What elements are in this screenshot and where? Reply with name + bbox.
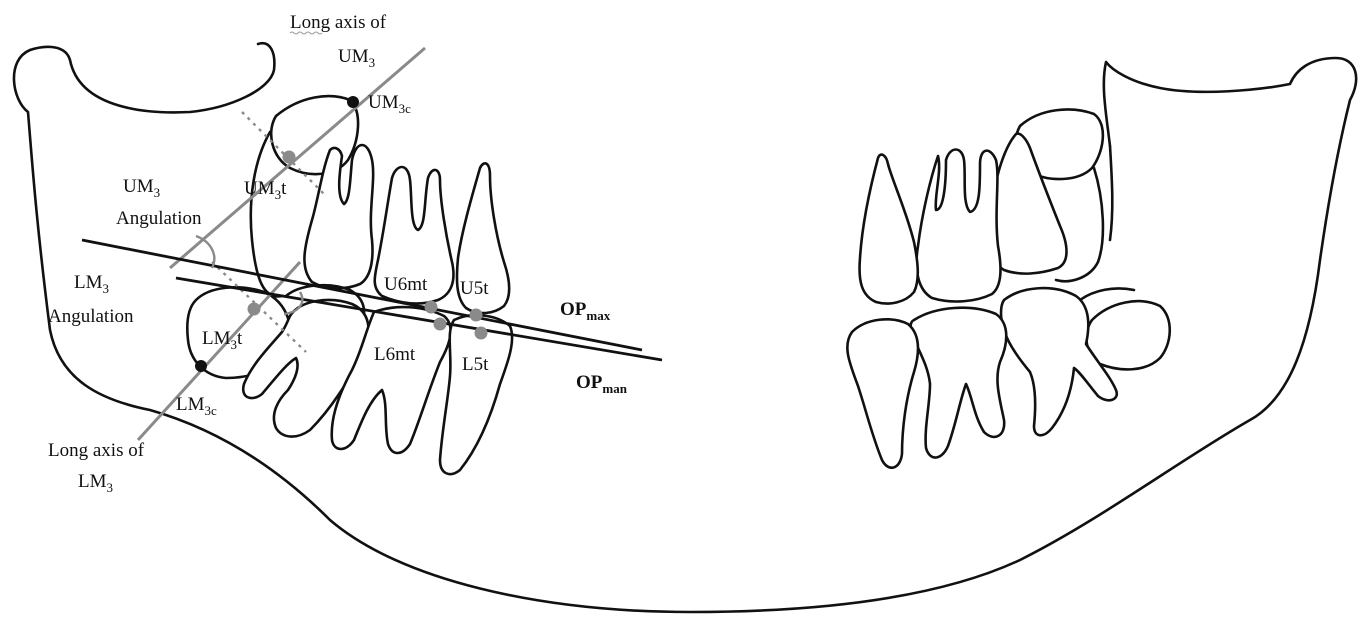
label-long-axis-lm3-line1: Long axis of <box>48 440 145 461</box>
label-op-man: OPman <box>576 372 628 396</box>
label-u5t: U5t <box>460 278 489 299</box>
l5t-point <box>475 327 488 340</box>
l6mt-point <box>434 318 447 331</box>
tooth-u5-right <box>860 155 918 304</box>
label-um3c: UM3c <box>368 92 411 116</box>
label-long-axis-lm3-line2: LM3 <box>78 471 113 495</box>
um3c-point <box>347 96 359 108</box>
tooth-lm3-right <box>1086 301 1169 369</box>
lm3-right-crypt <box>1080 288 1134 300</box>
tooth-u6-right <box>917 150 1001 302</box>
label-l6mt: L6mt <box>374 344 416 365</box>
label-lm3-angulation-line2: Angulation <box>48 306 134 327</box>
tooth-l6-right <box>911 308 1007 458</box>
tooth-l5 <box>440 315 512 474</box>
u5t-point <box>470 309 483 322</box>
u6mt-point <box>425 301 438 314</box>
label-u6mt: U6mt <box>384 274 428 295</box>
label-um3-angulation-line2: Angulation <box>116 208 202 229</box>
label-lm3c: LM3c <box>176 394 217 418</box>
label-op-max: OPmax <box>560 299 611 323</box>
label-long-axis-um3-line2: UM3 <box>338 46 375 70</box>
label-um3-angulation-line1: UM3 <box>123 176 160 200</box>
tooth-lm2-right <box>1001 288 1117 435</box>
label-long-axis-um3-line1: Long axis of <box>290 12 387 33</box>
tooth-um3 <box>271 96 358 174</box>
ramus-inner-right <box>1110 146 1112 240</box>
label-l5t: L5t <box>462 354 489 375</box>
lm3t-point <box>248 303 261 316</box>
tooth-l5-right <box>847 319 918 467</box>
label-lm3t: LM3t <box>202 328 243 352</box>
label-um3t: UM3t <box>244 178 287 202</box>
um3t-point <box>283 151 296 164</box>
label-lm3-angulation-line1: LM3 <box>74 272 109 296</box>
lm3c-point <box>195 360 207 372</box>
